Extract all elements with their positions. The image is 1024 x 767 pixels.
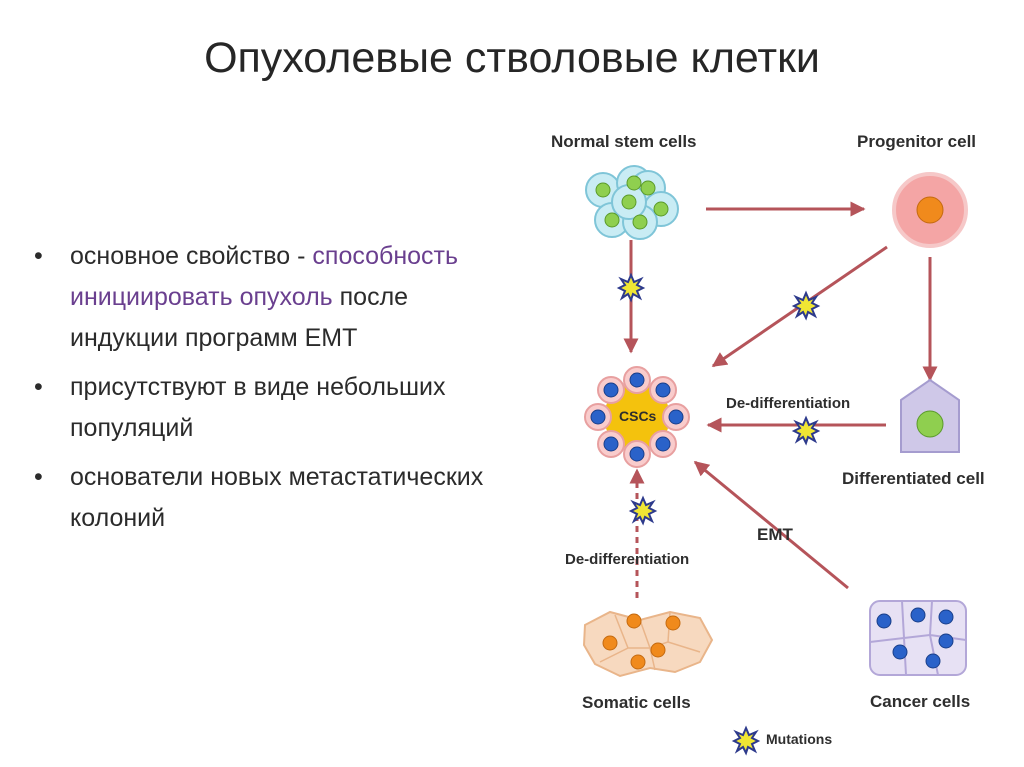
mutation-star-icon <box>793 292 819 319</box>
bullet-marker: • <box>34 242 43 270</box>
bullet-text-after: после индукции программ ЕМТ <box>70 283 409 352</box>
label-somatic-cells: Somatic cells <box>582 693 691 712</box>
somatic-cells-icon <box>582 610 714 678</box>
bullet-highlight: способность инициировать опухоль <box>70 242 459 311</box>
bullet-text: основатели новых метастатических колоний <box>70 463 484 532</box>
cancer-cells-icon <box>869 600 967 676</box>
normal-stem-cells-icon <box>585 165 679 240</box>
cscs-icon <box>584 366 690 468</box>
mutation-star-icon <box>630 497 656 524</box>
bullet-marker: • <box>34 373 43 401</box>
label-dedifferentiation-bottom: De-differentiation <box>565 551 690 568</box>
arrow-cancer-to-cscs <box>693 460 849 590</box>
label-dedifferentiation-right: De-differentiation <box>726 395 851 412</box>
progenitor-cell-icon <box>892 172 968 248</box>
bullet-text: основное свойство - <box>70 242 313 270</box>
label-cscs: CSCs <box>619 408 657 424</box>
bullet-item: • присутствуют в виде небольших популяций <box>34 367 504 449</box>
bullet-marker: • <box>34 463 43 491</box>
label-cancer-cells: Cancer cells <box>870 692 971 711</box>
page-title: Опухолевые стволовые клетки <box>204 34 820 82</box>
label-normal-stem-cells: Normal stem cells <box>551 132 697 151</box>
mutation-star-icon <box>618 274 644 301</box>
label-differentiated-cell: Differentiated cell <box>842 469 985 488</box>
bullet-list: • основное свойство - способность инициир… <box>34 236 504 547</box>
legend-mutations-label: Mutations <box>766 731 833 747</box>
bullet-text: присутствуют в виде небольших популяций <box>70 373 446 442</box>
label-emt: EMT <box>757 525 793 544</box>
mutation-star-icon <box>733 727 759 754</box>
bullet-item: • основатели новых метастатических колони… <box>34 457 504 539</box>
label-progenitor-cell: Progenitor cell <box>857 132 977 151</box>
differentiated-cell-icon <box>900 378 960 453</box>
bullet-item: • основное свойство - способность инициир… <box>34 236 504 359</box>
mutation-star-icon <box>793 417 819 444</box>
